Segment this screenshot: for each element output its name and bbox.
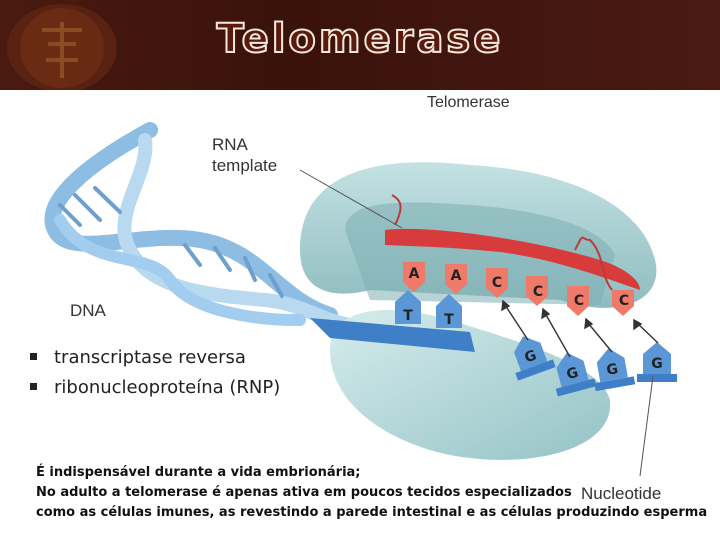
svg-text:G: G xyxy=(651,356,663,372)
svg-text:T: T xyxy=(403,308,413,324)
bullet-list: transcriptase reversa ribonucleoproteína… xyxy=(30,343,280,403)
svg-text:C: C xyxy=(619,293,629,309)
svg-text:C: C xyxy=(492,275,502,291)
bullet-marker-icon xyxy=(30,353,37,360)
telomerase-enzyme xyxy=(300,162,656,460)
rna-template-label-line1: RNA xyxy=(212,135,248,154)
svg-text:T: T xyxy=(444,312,454,328)
note-line: No adulto a telomerase é apenas ativa em… xyxy=(36,483,707,503)
svg-text:A: A xyxy=(451,268,462,284)
telomerase-label: Telomerase xyxy=(427,94,510,112)
note-line: É indispensável durante a vida embrionár… xyxy=(36,463,707,483)
template-base: C xyxy=(612,290,634,316)
notes-block: É indispensável durante a vida embrionár… xyxy=(36,463,707,523)
dna-label: DNA xyxy=(70,301,106,321)
bullet-item: transcriptase reversa xyxy=(30,343,280,373)
bullet-text: transcriptase reversa xyxy=(54,347,246,368)
page-title: Telomerase xyxy=(0,16,720,62)
template-base: C xyxy=(567,286,589,316)
header-bar: Telomerase xyxy=(0,0,720,90)
nucleotide: G xyxy=(637,342,677,382)
bullet-text: ribonucleoproteína (RNP) xyxy=(54,377,280,398)
rna-template-label-line2: template xyxy=(212,156,277,175)
svg-text:C: C xyxy=(574,293,584,309)
bullet-marker-icon xyxy=(30,383,37,390)
svg-text:A: A xyxy=(409,266,420,282)
svg-text:C: C xyxy=(533,284,543,300)
note-line: como as células imunes, as revestindo a … xyxy=(36,503,707,523)
bullet-item: ribonucleoproteína (RNP) xyxy=(30,373,280,403)
